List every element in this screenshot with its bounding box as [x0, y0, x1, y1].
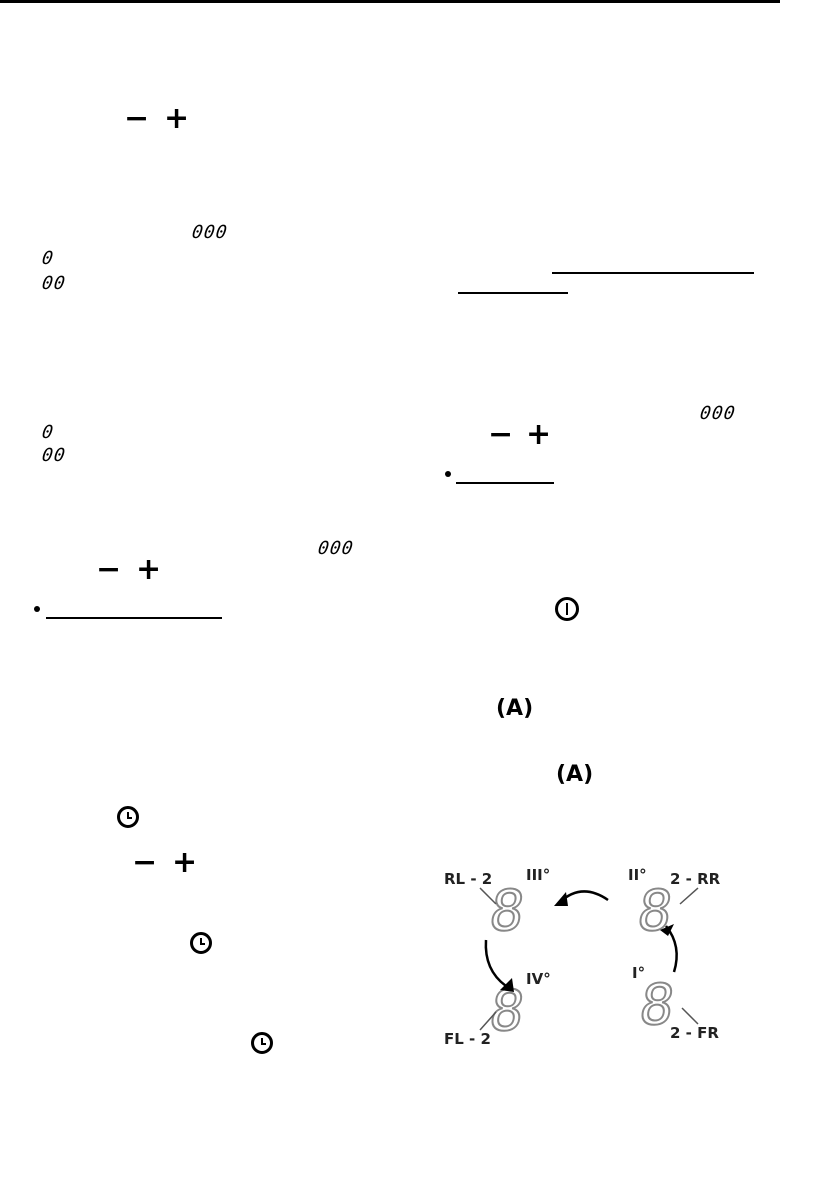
- label-rl: RL - 2: [444, 870, 493, 888]
- label-fr: 2 - FR: [670, 1024, 719, 1042]
- clock-icon: [190, 932, 212, 954]
- plus-icon: +: [164, 101, 190, 136]
- clock-icon: [251, 1032, 273, 1054]
- minus-icon: −: [96, 552, 122, 587]
- pan-rotation-diagram: RL - 2 III° II° 2 - RR IV° I° FL - 2 2 -…: [430, 860, 750, 1060]
- label-step1: I°: [632, 964, 646, 982]
- plus-icon: +: [526, 417, 552, 452]
- label-step4: IV°: [526, 970, 551, 988]
- auto-icon: (A): [556, 762, 594, 787]
- underline-blank: [46, 617, 222, 619]
- clock-icon: [117, 806, 139, 828]
- bullet-dot: [445, 471, 451, 477]
- underline-blank: [458, 292, 568, 294]
- power-icon: [555, 597, 579, 621]
- minus-icon: −: [132, 845, 158, 880]
- top-border-line: [0, 0, 780, 3]
- underline-blank: [456, 482, 554, 484]
- label-rr: 2 - RR: [670, 870, 721, 888]
- plus-icon: +: [136, 552, 162, 587]
- bullet-dot: [34, 606, 40, 612]
- diagram-connectors: [479, 887, 699, 1031]
- minus-icon: −: [124, 101, 150, 136]
- display-000: 000: [316, 538, 356, 559]
- label-step3: III°: [526, 866, 551, 884]
- display-0: 0: [40, 248, 56, 269]
- label-fl: FL - 2: [444, 1030, 491, 1048]
- auto-icon: (A): [496, 696, 534, 721]
- underline-blank: [552, 272, 754, 274]
- label-step2: II°: [628, 866, 647, 884]
- arrow-iii-to-iv: [484, 939, 507, 988]
- display-000: 000: [698, 403, 738, 424]
- plus-icon: +: [172, 845, 198, 880]
- display-000: 000: [190, 222, 230, 243]
- display-0: 0: [40, 422, 56, 443]
- display-00: 00: [40, 273, 68, 294]
- display-00: 00: [40, 445, 68, 466]
- minus-icon: −: [488, 417, 514, 452]
